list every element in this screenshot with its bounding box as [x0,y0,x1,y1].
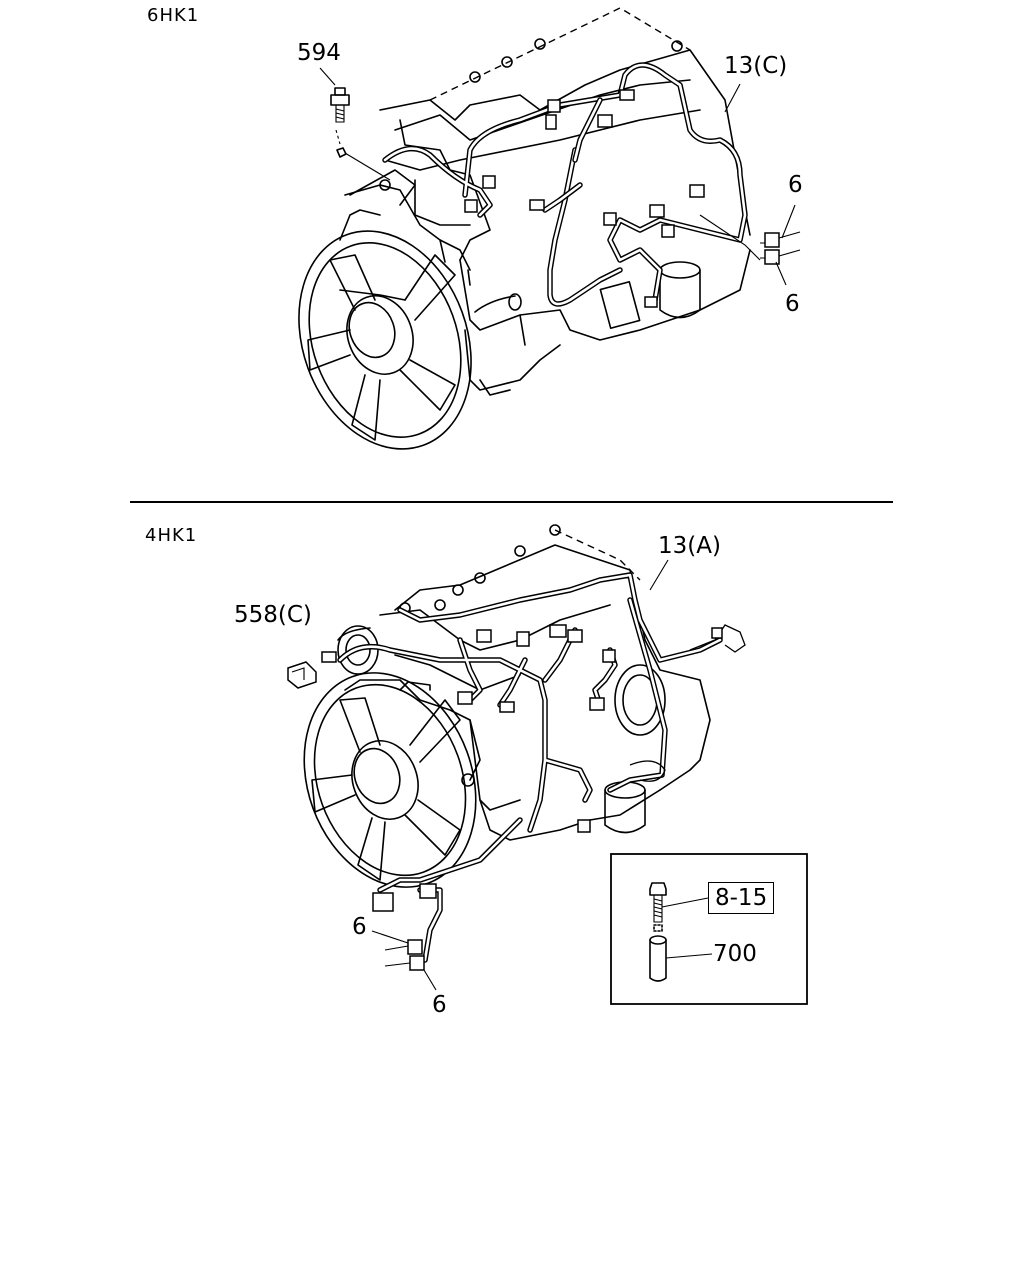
reference-box-8-15[interactable]: 8-15 [708,882,775,914]
callout-harness-13c: 13(C) [724,53,788,79]
callout-bolt-594: 594 [297,40,341,66]
engine-4hk1-drawing [287,524,746,991]
callout-connector-558c: 558(C) [234,602,312,628]
callout-harness-13a: 13(A) [658,533,721,559]
detail-inset-box [610,853,808,1005]
callout-part-700: 700 [713,941,757,967]
section-title-4hk1: 4HK1 [145,525,198,546]
section-title-6hk1: 6HK1 [147,5,200,26]
callout-clip-upper-top: 6 [788,172,803,198]
callout-clip-upper-bottom: 6 [352,914,367,940]
engine-6hk1-drawing [298,7,801,450]
callout-clip-lower-top: 6 [785,291,800,317]
callout-clip-lower-bottom: 6 [432,992,447,1018]
